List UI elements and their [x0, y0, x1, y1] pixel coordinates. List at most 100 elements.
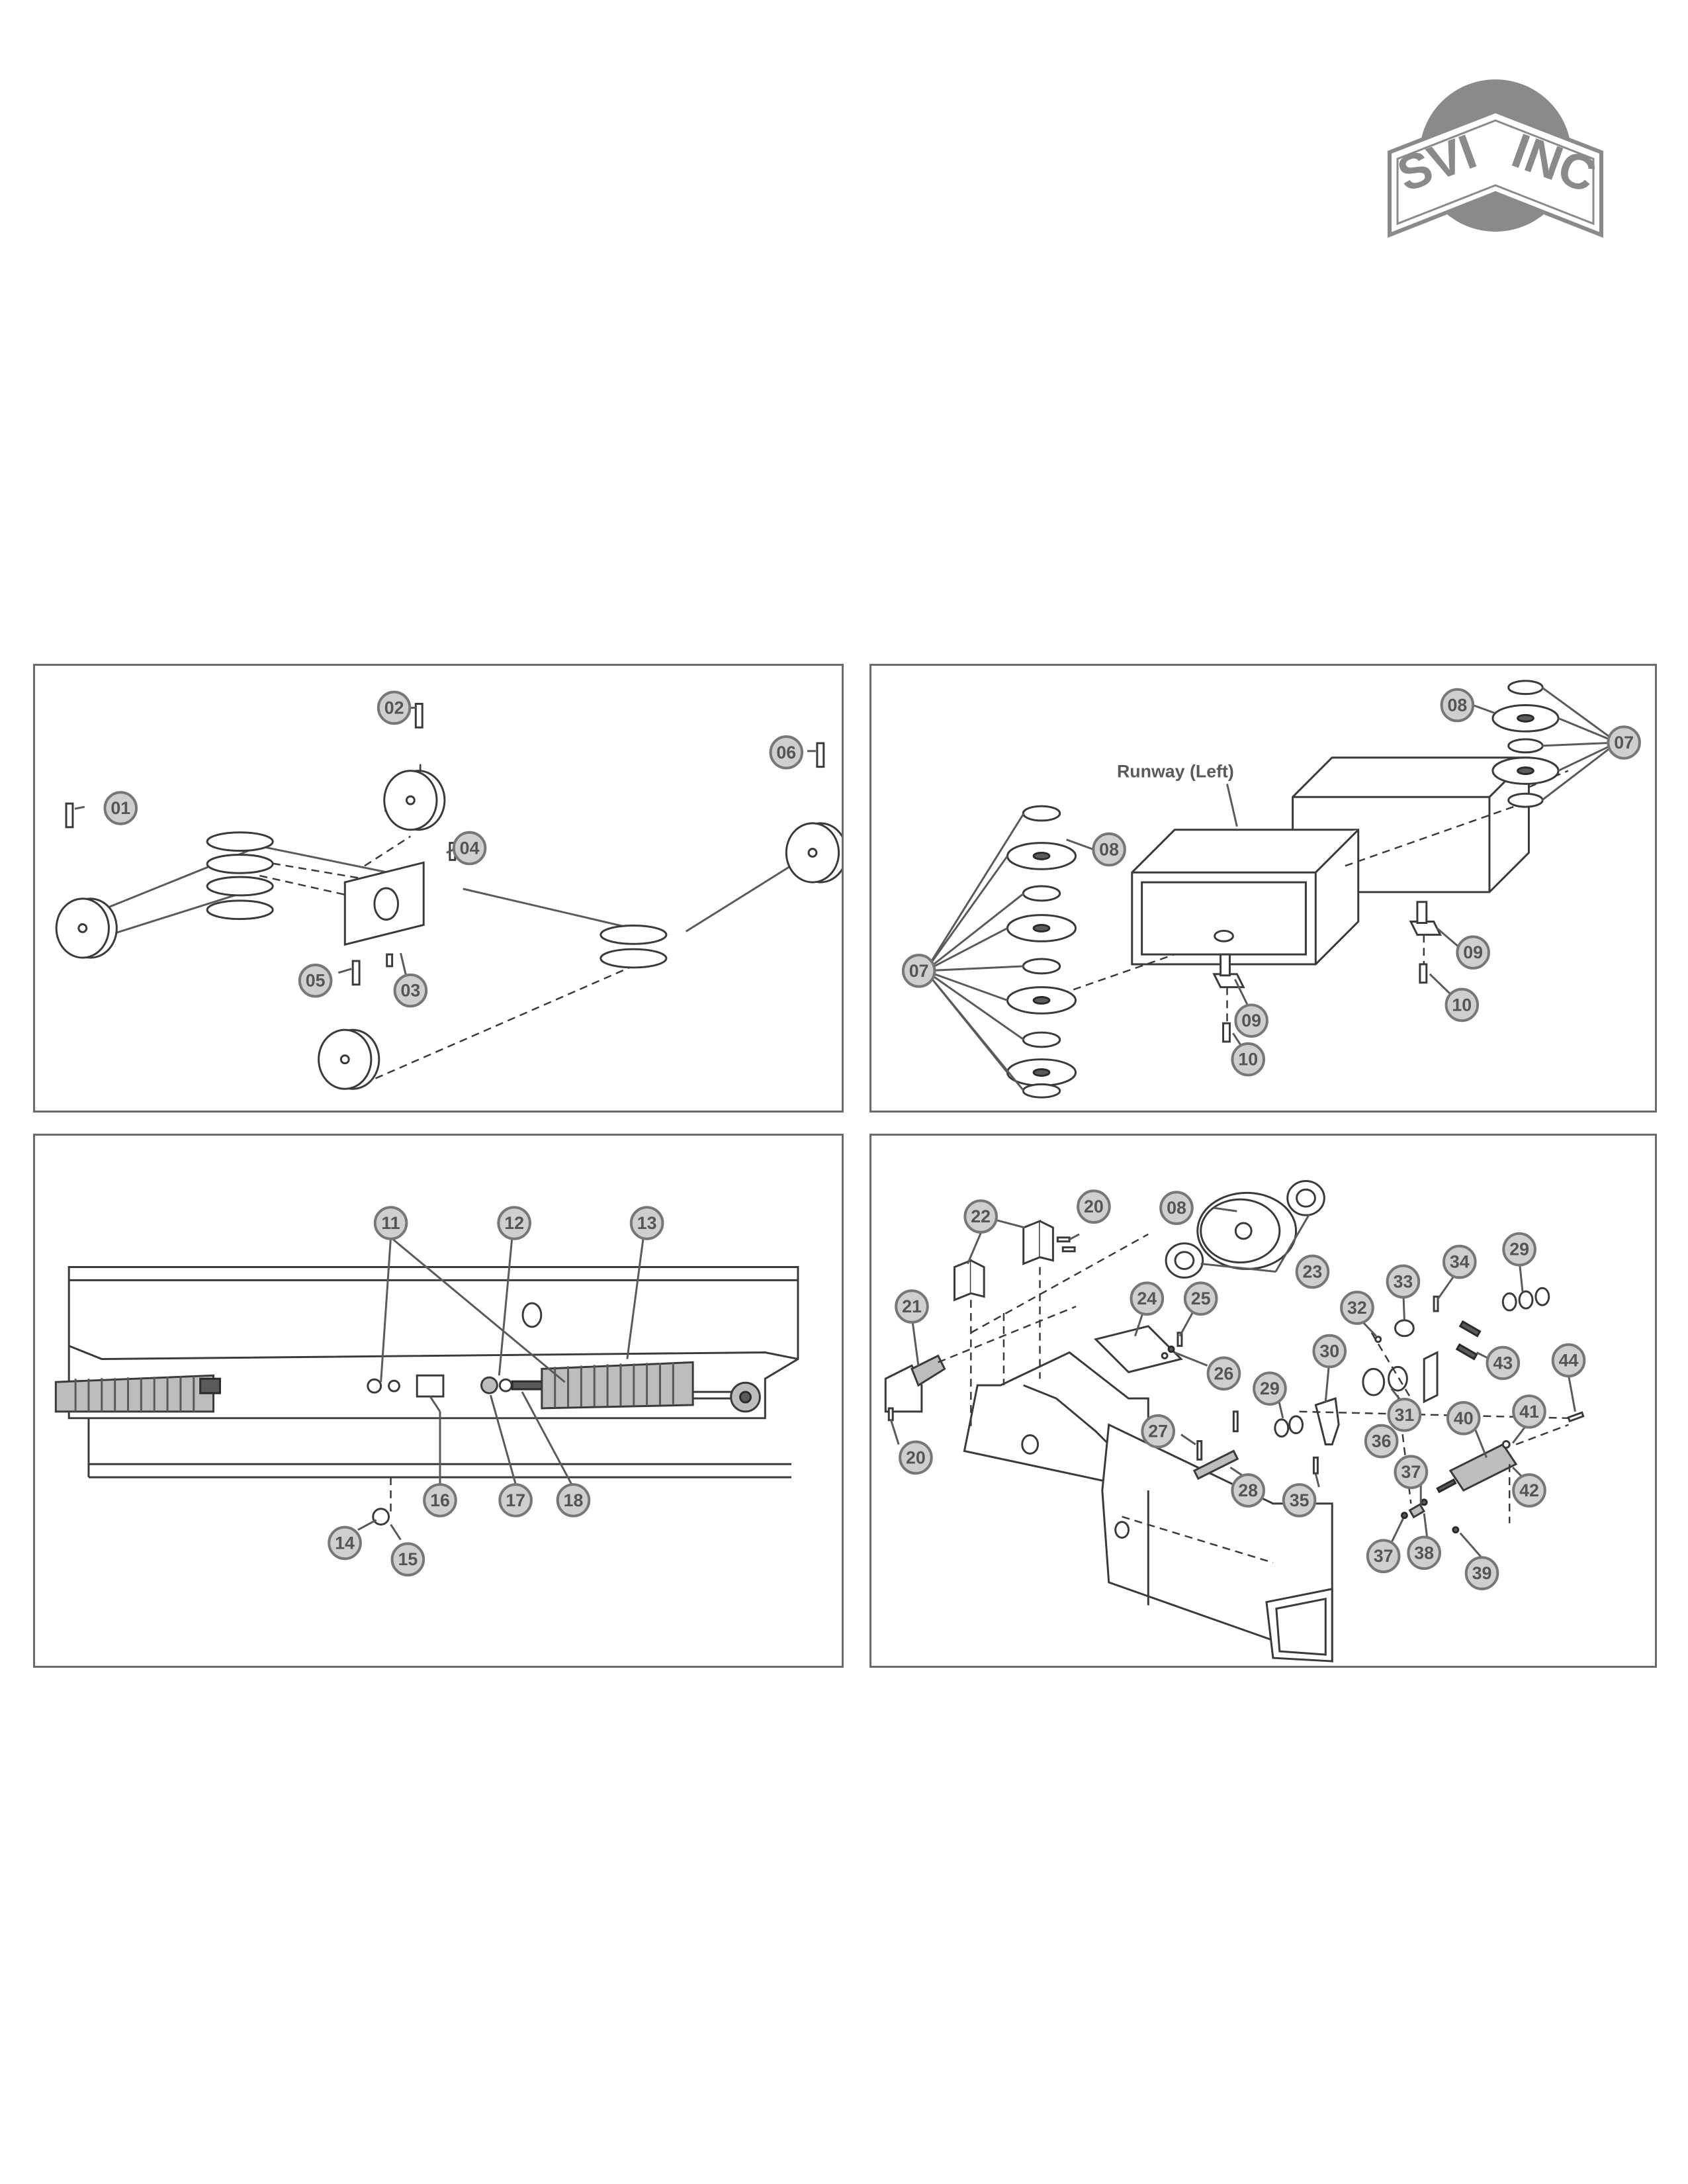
- leader-line: [390, 1524, 402, 1541]
- callout-27: 27: [1141, 1414, 1175, 1449]
- callout-26: 26: [1206, 1356, 1241, 1391]
- logo-chevron-inner: [1396, 119, 1595, 226]
- actuator-rod: [1436, 1478, 1457, 1494]
- pin: [816, 742, 825, 768]
- callout-33: 33: [1386, 1264, 1421, 1299]
- callout-31: 31: [1387, 1398, 1422, 1432]
- svg-text:25: 25: [1191, 1289, 1211, 1308]
- link-plate: [1423, 1351, 1439, 1404]
- callout-03: 03: [393, 973, 428, 1008]
- sheave-hub: [405, 795, 416, 805]
- disc: [206, 853, 274, 874]
- callout-16: 16: [423, 1483, 457, 1518]
- spring-assembly-diagram: 11 12 13 14 15 16 17 18: [54, 1206, 799, 1577]
- svg-text:39: 39: [1472, 1563, 1492, 1583]
- leader-line: [1180, 1433, 1196, 1445]
- svg-text:13: 13: [637, 1213, 657, 1233]
- callout-10: 10: [1444, 987, 1480, 1023]
- callout-01: 01: [103, 791, 138, 825]
- bracket-pin: [1416, 901, 1428, 925]
- callout-29: 29: [1253, 1371, 1287, 1406]
- clevis: [1408, 1503, 1426, 1519]
- washer: [1501, 1292, 1517, 1312]
- washer: [1507, 738, 1544, 754]
- washer: [372, 1508, 390, 1526]
- callout-23: 23: [1295, 1254, 1330, 1289]
- pin: [351, 960, 361, 986]
- svg-text:10: 10: [1238, 1050, 1258, 1069]
- washer: [1288, 1415, 1304, 1435]
- callout-29: 29: [1502, 1232, 1536, 1267]
- leader-line: [626, 1235, 645, 1359]
- pin: [414, 703, 423, 729]
- svg-text:29: 29: [1260, 1379, 1280, 1398]
- leader-line: [1069, 1233, 1080, 1241]
- callout-34: 34: [1442, 1244, 1477, 1279]
- leader-line: [1174, 1351, 1208, 1367]
- lever-arm: [1314, 1397, 1340, 1445]
- leader-line: [1429, 973, 1451, 995]
- svg-text:14: 14: [335, 1533, 355, 1553]
- svg-text:16: 16: [430, 1490, 450, 1510]
- pulley-hub: [739, 1390, 752, 1404]
- angle-bracket: [954, 1259, 972, 1302]
- svg-text:04: 04: [460, 839, 480, 858]
- svg-text:36: 36: [1372, 1432, 1392, 1451]
- panel-runway-left: Runway (Left) 07 07 08 08 09 09 10 10: [869, 664, 1657, 1113]
- svg-text:42: 42: [1519, 1480, 1539, 1500]
- callout-38: 38: [1407, 1535, 1441, 1570]
- callout-14: 14: [328, 1525, 362, 1561]
- panel-sheave-assembly: 01 02 03 04 05 06: [33, 664, 844, 1113]
- nut: [367, 1378, 382, 1394]
- leader-line: [1472, 704, 1495, 714]
- washer: [1022, 885, 1061, 902]
- callout-18: 18: [556, 1483, 591, 1518]
- spring-left: [54, 1374, 215, 1413]
- callout-28: 28: [1231, 1473, 1265, 1508]
- spring-end-hook: [199, 1377, 221, 1394]
- callout-11-leaders: [380, 1236, 566, 1383]
- callout-42: 42: [1512, 1473, 1546, 1508]
- bolt: [1419, 963, 1428, 984]
- svg-text:24: 24: [1137, 1289, 1157, 1308]
- washer: [1507, 792, 1544, 808]
- bushing: [1362, 1367, 1386, 1396]
- spring-coils: [554, 1362, 674, 1408]
- svg-text:12: 12: [504, 1213, 524, 1233]
- pivot-plate: [884, 1364, 923, 1413]
- callout-09: 09: [1234, 1003, 1268, 1038]
- callout-06: 06: [769, 735, 804, 770]
- svg-text:07: 07: [909, 961, 929, 981]
- washer: [1022, 805, 1061, 822]
- frame-hole: [1114, 1521, 1130, 1539]
- callout-12: 12: [497, 1206, 531, 1240]
- callout-07-leaders: [924, 813, 1025, 1092]
- leader-line: [489, 1394, 517, 1484]
- frame-edge: [1023, 1384, 1110, 1445]
- callout-24: 24: [1130, 1281, 1165, 1316]
- nut: [498, 1378, 513, 1392]
- runway-label: Runway (Left): [1117, 761, 1234, 781]
- callout-21: 21: [895, 1289, 929, 1324]
- sheave-hub: [807, 848, 818, 858]
- svg-text:09: 09: [1241, 1011, 1261, 1030]
- disc-hole: [1517, 713, 1534, 723]
- panel-spring-assembly: 11 12 13 14 15 16 17 18: [33, 1134, 844, 1668]
- svg-text:02: 02: [384, 698, 404, 717]
- leader-line: [74, 805, 85, 810]
- pin: [65, 802, 74, 829]
- pin: [1196, 1440, 1203, 1461]
- callout-08: 08: [1092, 832, 1126, 867]
- screw: [1177, 1332, 1183, 1347]
- leader-line: [429, 1396, 441, 1412]
- callout-09: 09: [1456, 935, 1490, 970]
- svg-text:34: 34: [1450, 1252, 1470, 1272]
- callout-15: 15: [390, 1542, 425, 1577]
- clip: [1400, 1512, 1408, 1520]
- svg-text:28: 28: [1238, 1480, 1258, 1500]
- pin: [1433, 1295, 1439, 1312]
- callout-43: 43: [1486, 1345, 1521, 1381]
- callout-37: 37: [1394, 1455, 1429, 1489]
- svg-text:31: 31: [1395, 1405, 1415, 1425]
- callout-13: 13: [629, 1206, 664, 1240]
